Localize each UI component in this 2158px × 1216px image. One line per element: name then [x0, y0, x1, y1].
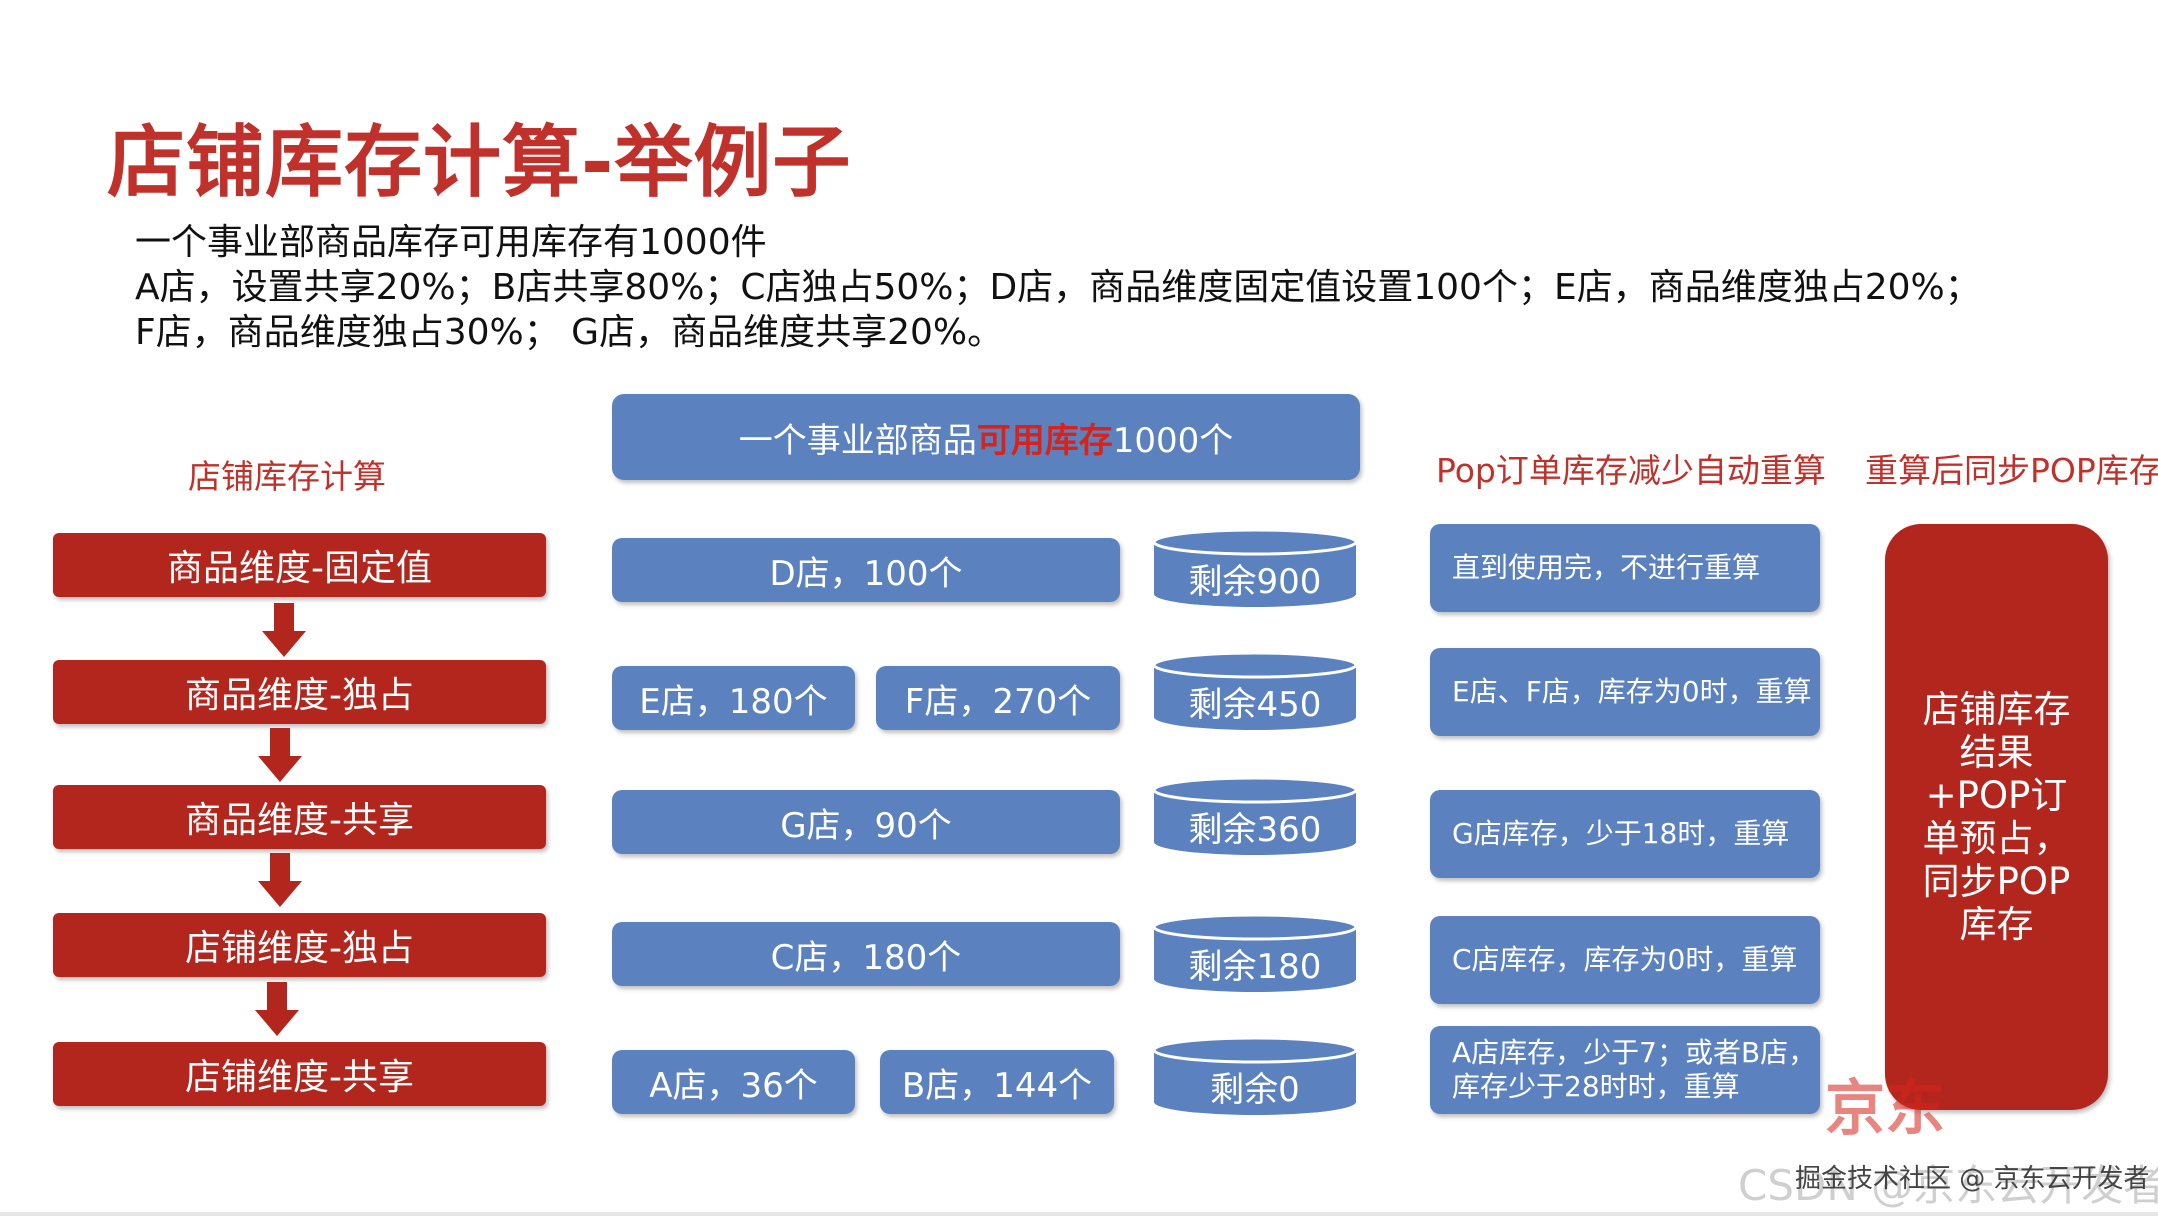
store-a-box: A店，36个	[612, 1050, 855, 1114]
step-fixed-value: 商品维度-固定值	[53, 533, 546, 597]
heading-sync: 重算后同步POP库存	[1865, 451, 2158, 490]
intro-line-3: F店，商品维度独占30%； G店，商品维度共享20%。	[135, 312, 1004, 353]
result-line-6: 库存	[1959, 903, 2034, 946]
rule-ab-stores: A店库存，少于7；或者B店， 库存少于28时时，重算	[1430, 1026, 1820, 1114]
down-arrow-icon	[258, 728, 302, 784]
rule-fixed-value: 直到使用完，不进行重算	[1430, 524, 1820, 612]
watermark: CSDN @京东云开发者	[1738, 1161, 2158, 1210]
intro-line-1: 一个事业部商品库存可用库存有1000件	[135, 222, 767, 263]
slide-title: 店铺库存计算-举例子	[107, 118, 852, 208]
result-line-5: 同步POP	[1922, 860, 2071, 903]
remaining-0-label: 剩余0	[1210, 1069, 1300, 1110]
step-product-shared: 商品维度-共享	[53, 785, 546, 849]
remaining-180-cylinder: 剩余180	[1152, 913, 1358, 995]
store-g-box: G店，90个	[612, 790, 1120, 854]
heading-calc: 店铺库存计算	[188, 457, 386, 496]
total-prefix: 一个事业部商品	[738, 420, 977, 461]
step-product-exclusive: 商品维度-独占	[53, 660, 546, 724]
total-highlight: 可用库存	[976, 420, 1113, 461]
rule-ab-line-2: 库存少于28时时，重算	[1452, 1070, 1740, 1103]
remaining-900-cylinder: 剩余900	[1152, 528, 1358, 610]
remaining-180-label: 剩余180	[1188, 946, 1322, 987]
total-suffix: 1000个	[1112, 420, 1234, 461]
rule-g-store: G店库存，少于18时，重算	[1430, 790, 1820, 878]
intro-line-2: A店，设置共享20%；B店共享80%；C店独占50%；D店，商品维度固定值设置1…	[135, 267, 1981, 308]
step-store-exclusive: 店铺维度-独占	[53, 913, 546, 977]
remaining-450-label: 剩余450	[1188, 684, 1322, 725]
step-store-shared: 店铺维度-共享	[53, 1042, 546, 1106]
brand-logo: 京东	[1825, 1074, 1945, 1144]
remaining-360-label: 剩余360	[1188, 809, 1322, 850]
store-b-box: B店，144个	[880, 1050, 1114, 1114]
rule-c-store: C店库存，库存为0时，重算	[1430, 916, 1820, 1004]
down-arrow-icon	[262, 603, 306, 659]
sync-result-box: 店铺库存 结果 +POP订 单预占， 同步POP 库存	[1885, 524, 2108, 1110]
rule-ef-stores: E店、F店，库存为0时，重算	[1430, 648, 1820, 736]
remaining-0-cylinder: 剩余0	[1152, 1036, 1358, 1118]
result-line-3: +POP订	[1925, 774, 2068, 817]
watermark-secondary: 掘金技术社区 @ 京东云开发者	[1795, 1164, 2150, 1194]
bottom-divider	[0, 1212, 2158, 1216]
heading-pop-recalc: Pop订单库存减少自动重算	[1436, 451, 1826, 490]
result-line-4: 单预占，	[1922, 817, 2071, 860]
result-line-2: 结果	[1959, 731, 2034, 774]
remaining-360-cylinder: 剩余360	[1152, 776, 1358, 858]
down-arrow-icon	[258, 853, 302, 909]
remaining-900-label: 剩余900	[1188, 561, 1322, 602]
store-e-box: E店，180个	[612, 666, 855, 730]
rule-ab-line-1: A店库存，少于7；或者B店，	[1452, 1036, 1817, 1069]
remaining-450-cylinder: 剩余450	[1152, 651, 1358, 733]
result-line-1: 店铺库存	[1922, 688, 2071, 731]
store-d-box: D店，100个	[612, 538, 1120, 602]
intro-text: 一个事业部商品库存可用库存有1000件 A店，设置共享20%；B店共享80%；C…	[135, 220, 1981, 355]
down-arrow-icon	[255, 982, 299, 1038]
store-c-box: C店，180个	[612, 922, 1120, 986]
store-f-box: F店，270个	[876, 666, 1120, 730]
